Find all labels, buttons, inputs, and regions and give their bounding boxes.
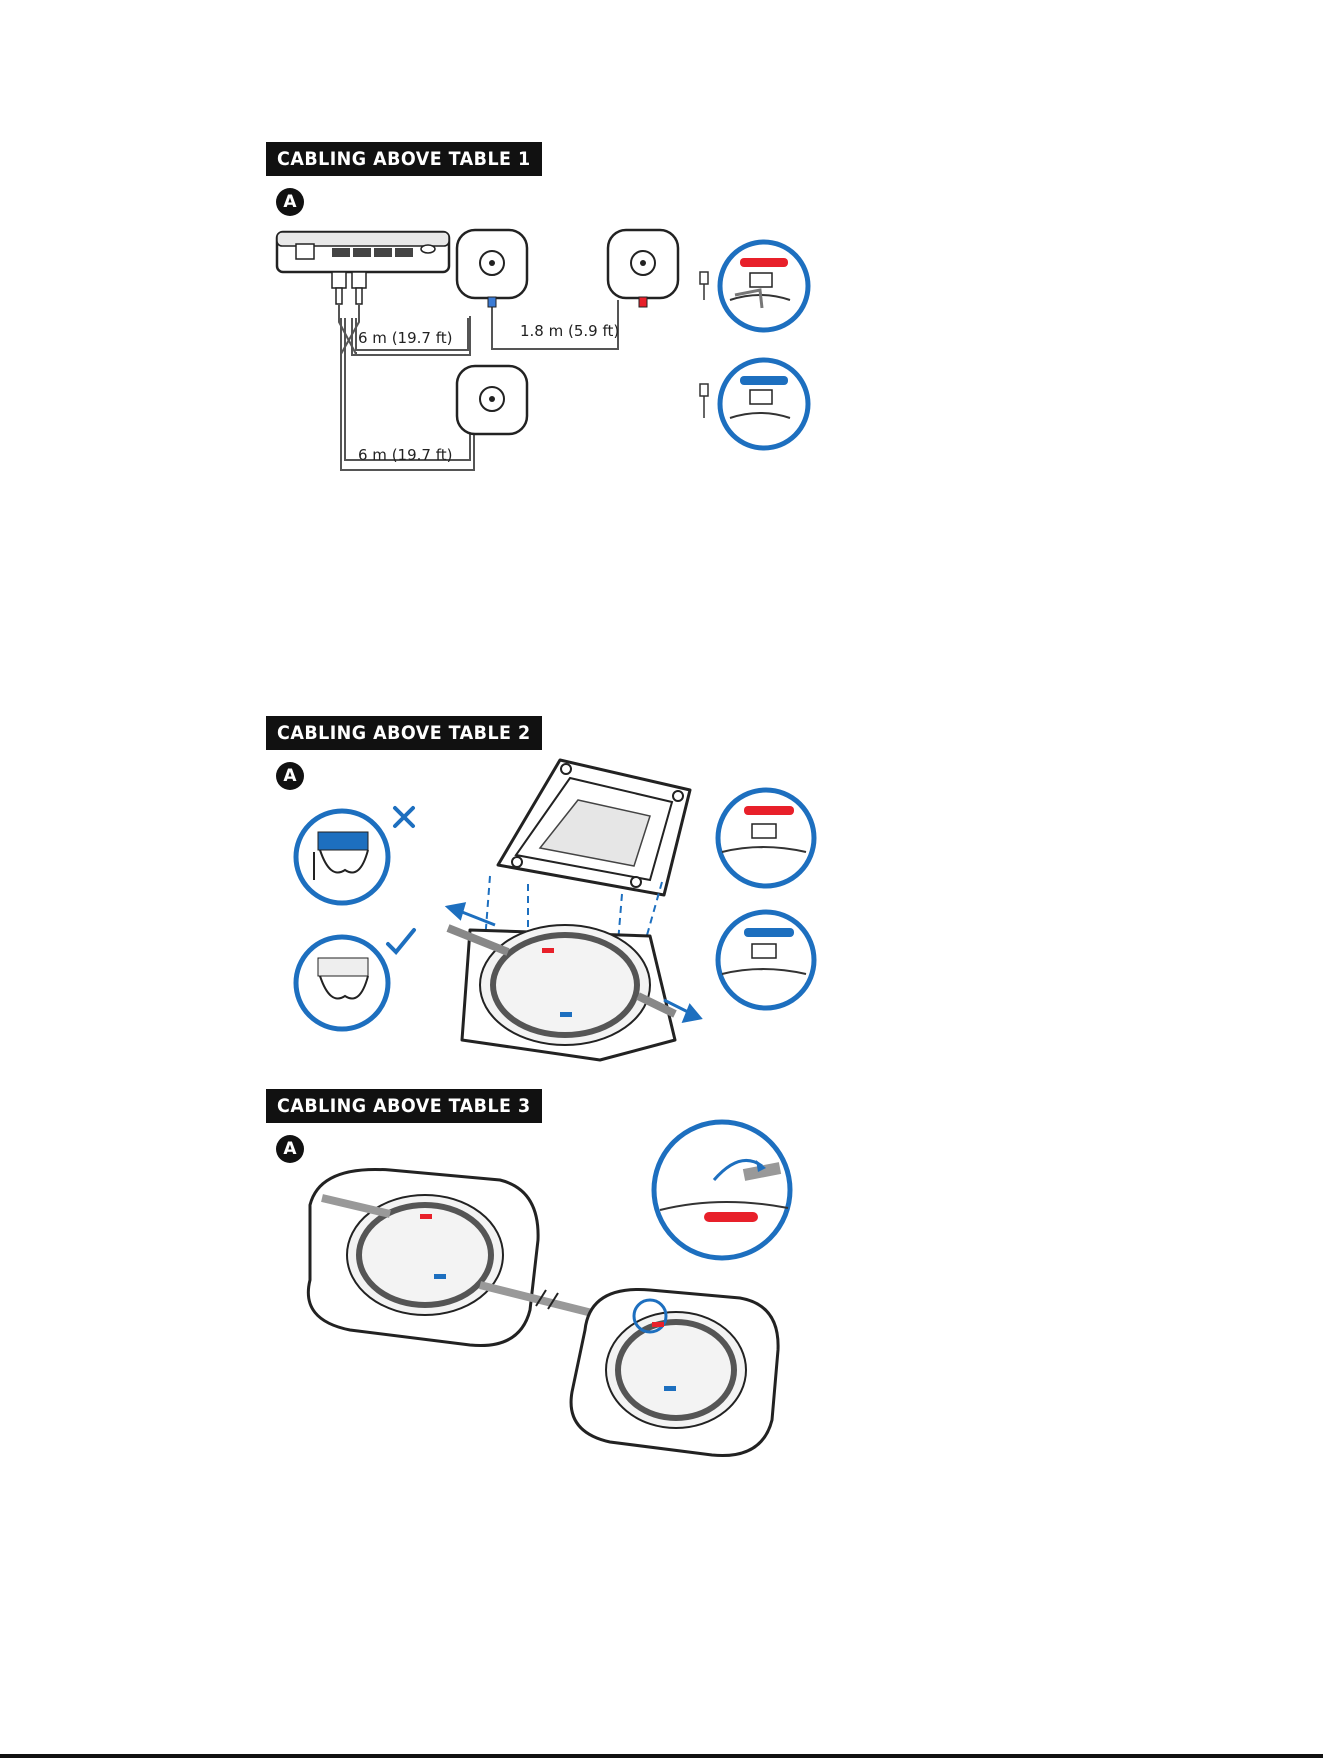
page-bottom-rule (0, 1754, 1323, 1758)
base-unit (571, 1290, 778, 1456)
connector-zoom-red (654, 1122, 790, 1258)
base-unit (308, 1169, 538, 1345)
